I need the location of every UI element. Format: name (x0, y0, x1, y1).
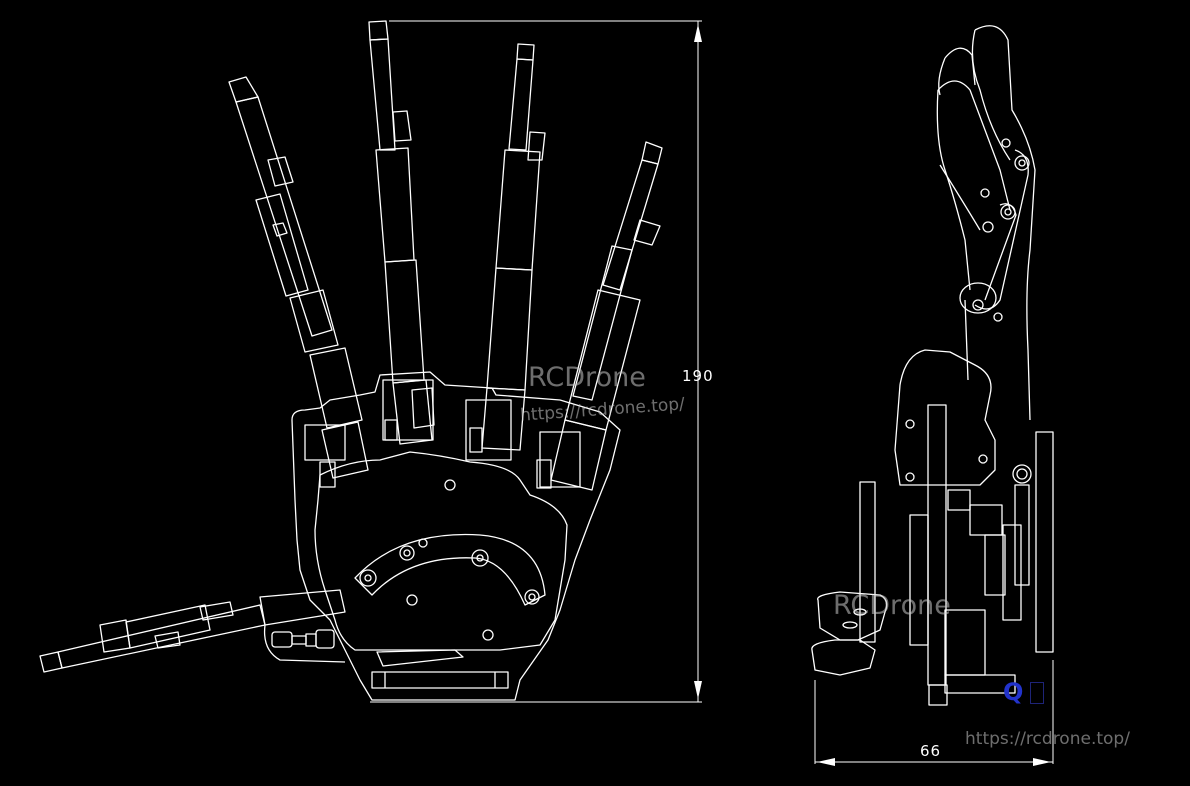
height-dimension-label: 190 (682, 367, 714, 385)
watermark-box-icon (1030, 682, 1044, 704)
finger-little (228, 76, 369, 479)
finger-index (550, 141, 663, 491)
watermark-brand-side: RCDrone (833, 590, 951, 621)
height-dimension-line (370, 20, 702, 703)
watermark-q-badge-icon: Q (1003, 678, 1024, 706)
front-view (39, 20, 702, 703)
palm (291, 371, 621, 701)
side-view (811, 25, 1054, 766)
width-dimension-label: 66 (920, 742, 942, 760)
side-thumb-base (811, 591, 888, 676)
watermark-brand-front: RCDrone (528, 362, 646, 393)
width-dimension-line (814, 660, 1054, 766)
thumb (39, 589, 346, 673)
finger-middle (481, 43, 546, 451)
side-fingers (936, 25, 1036, 421)
knuckle-blocks (304, 379, 581, 489)
side-body (859, 349, 1054, 706)
watermark-url-bottom: https://rcdrone.top/ (965, 729, 1130, 749)
